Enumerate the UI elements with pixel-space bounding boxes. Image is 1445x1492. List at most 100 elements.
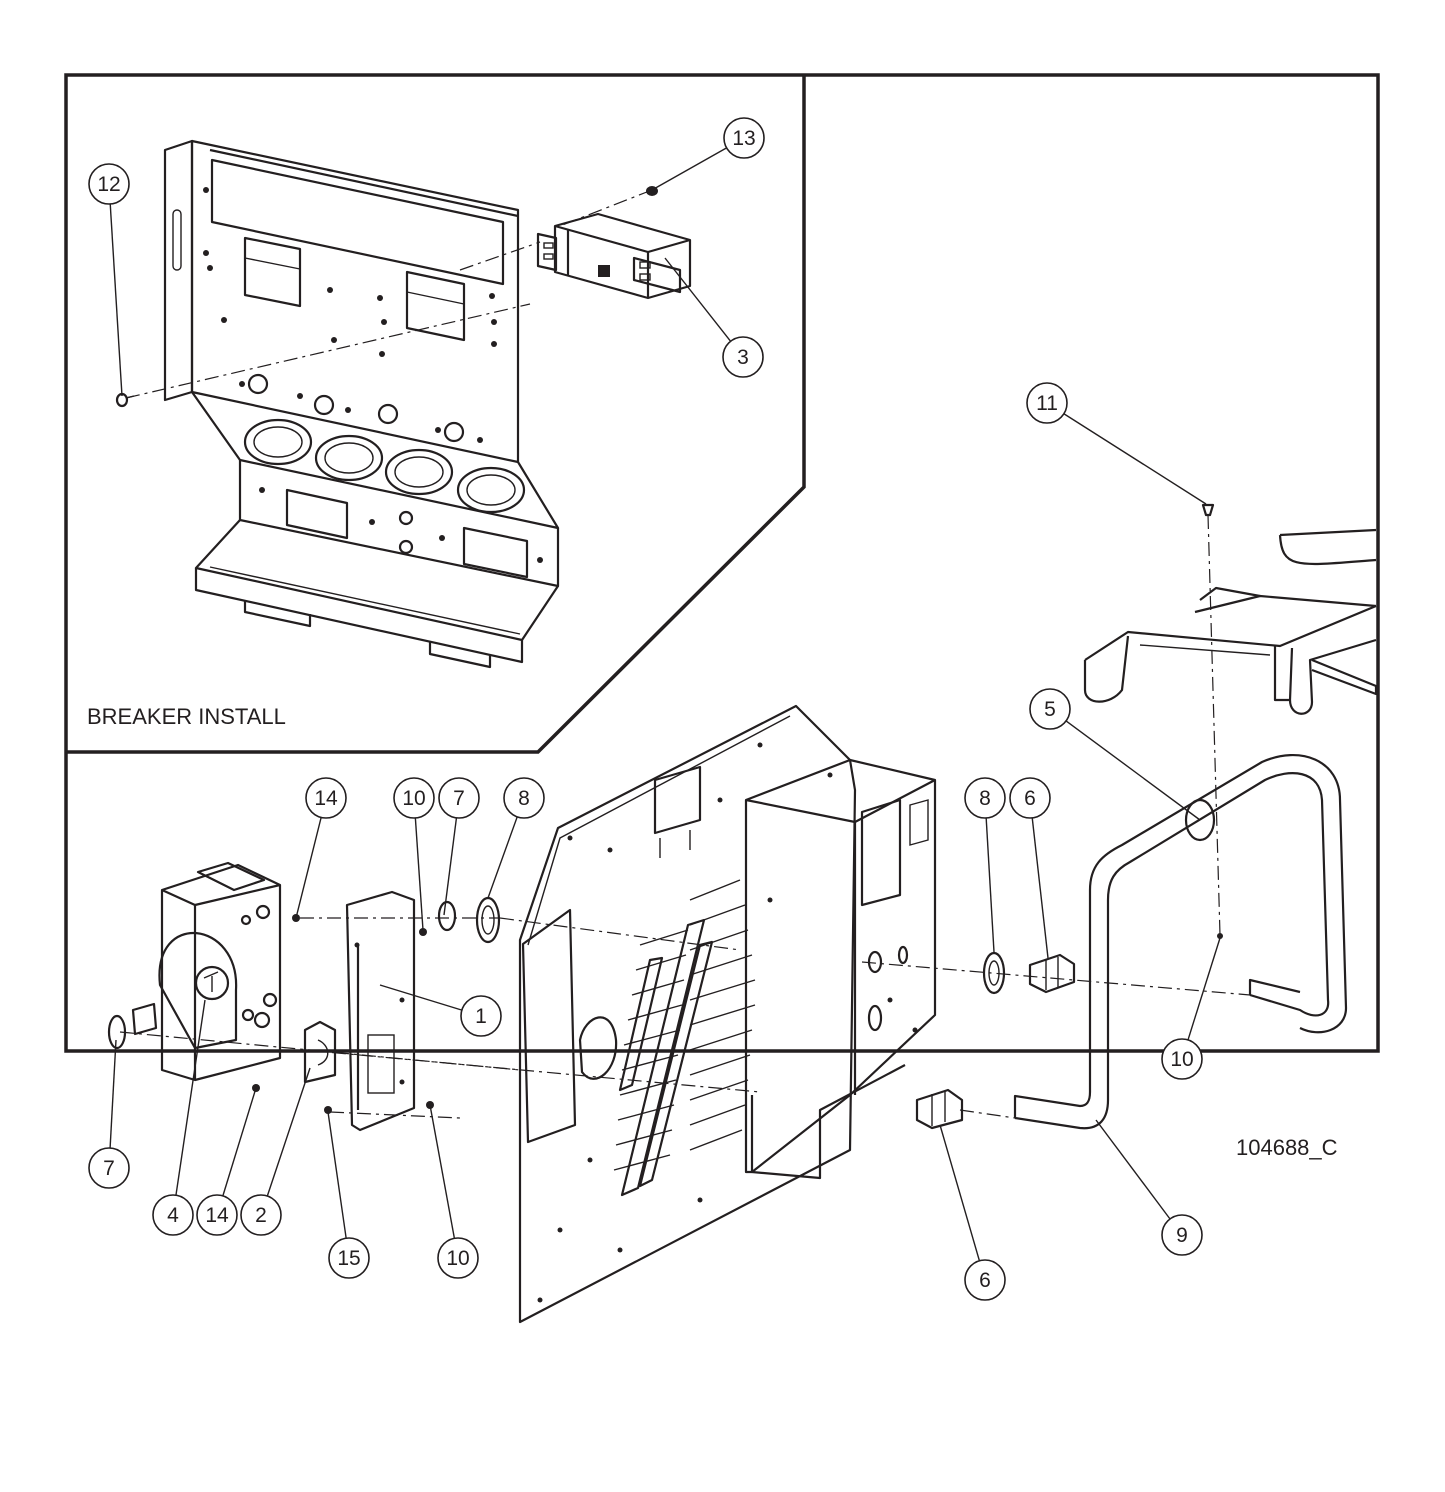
callout-number: 8 [518, 787, 530, 810]
callout-c3: 3 [664, 257, 764, 378]
leader-line [651, 147, 727, 191]
callout-bubble [240, 1194, 282, 1236]
callout-number: 12 [97, 173, 120, 196]
callout-c15: 15 [327, 1111, 370, 1279]
cable-gland-6b [915, 1088, 964, 1130]
chassis-frame [1083, 528, 1378, 715]
callout-number: 6 [1024, 787, 1036, 810]
leader-line [487, 816, 518, 899]
callout-bubble [1161, 1038, 1203, 1080]
callout-number: 2 [255, 1204, 267, 1227]
callout-bubble [437, 1237, 479, 1279]
leader-line [414, 817, 424, 931]
callout-c1: 1 [379, 984, 502, 1037]
callout-bubble [503, 777, 545, 819]
leader-line [985, 817, 995, 953]
nut-10c [1217, 933, 1223, 939]
callout-number: 13 [732, 127, 755, 150]
callout-bubble [88, 1147, 130, 1189]
callout-bubble [723, 117, 765, 159]
callout-number: 1 [475, 1005, 487, 1028]
callout-number: 7 [453, 787, 465, 810]
leader-line [1095, 1119, 1171, 1220]
callout-c2: 2 [240, 1067, 311, 1236]
callout-number: 9 [1176, 1224, 1188, 1247]
callout-c7b: 7 [88, 1039, 130, 1189]
callout-bubble [1009, 777, 1051, 819]
leader-line [443, 817, 458, 916]
callout-number: 8 [979, 787, 991, 810]
callout-bubble [1029, 688, 1071, 730]
callout-bubble [460, 995, 502, 1037]
callout-number: 3 [737, 346, 749, 369]
callout-bubble [1026, 382, 1068, 424]
leader-line [327, 1111, 347, 1239]
callout-bubble [88, 163, 130, 205]
callout-c10b: 10 [1161, 937, 1221, 1080]
callout-bubble [722, 336, 764, 378]
callout-bubble [152, 1194, 194, 1236]
vent-slots [613, 879, 756, 1197]
callout-number: 15 [337, 1247, 360, 1270]
disconnect-switch [131, 861, 282, 1082]
leader-line [109, 1039, 117, 1149]
breaker-mounting-bracket [163, 139, 560, 669]
callout-c8b: 8 [964, 777, 1006, 953]
screw-12 [115, 392, 135, 408]
callout-c10c: 10 [429, 1104, 479, 1279]
leader-line [175, 999, 206, 1196]
callout-number: 4 [167, 1204, 179, 1227]
inset-caption: BREAKER INSTALL [87, 704, 286, 729]
circuit-breaker [536, 212, 692, 300]
washer-8b [982, 951, 1006, 995]
callout-bubble [964, 777, 1006, 819]
callout-bubble [196, 1194, 238, 1236]
callout-c6a: 6 [1009, 777, 1051, 959]
leader-line [109, 203, 123, 397]
leader-line [379, 984, 463, 1011]
leader-line [664, 257, 732, 342]
leader-line [1065, 720, 1201, 821]
leader-line [429, 1104, 456, 1239]
side-panel [518, 704, 857, 1324]
callout-c6b: 6 [939, 1124, 1006, 1301]
leader-line [939, 1124, 981, 1261]
callout-c4: 4 [152, 999, 206, 1236]
callout-c8a: 8 [487, 777, 545, 899]
callout-c13: 13 [651, 117, 765, 191]
callout-number: 5 [1044, 698, 1056, 721]
screw-11 [1201, 503, 1215, 517]
washer-8a [475, 896, 501, 944]
callout-number: 10 [1170, 1048, 1193, 1071]
callout-c12: 12 [88, 163, 130, 397]
callout-c14b: 14 [196, 1087, 257, 1236]
callout-bubble [1161, 1214, 1203, 1256]
callout-bubble [438, 777, 480, 819]
callout-c5: 5 [1029, 688, 1201, 821]
callout-number: 10 [446, 1247, 469, 1270]
callout-c9: 9 [1095, 1119, 1203, 1256]
gasket-plate [345, 890, 416, 1132]
callout-c7a: 7 [438, 777, 480, 916]
drawing-number: 104688_C [1236, 1135, 1338, 1160]
callout-bubble [964, 1259, 1006, 1301]
leader-line [295, 817, 322, 919]
callout-c11: 11 [1026, 382, 1207, 505]
callout-c10a: 10 [393, 777, 435, 931]
callout-number: 6 [979, 1269, 991, 1292]
leader-line [1187, 937, 1221, 1041]
leader-line [222, 1087, 257, 1197]
callout-number: 10 [402, 787, 425, 810]
leader-line [266, 1067, 311, 1197]
callout-number: 14 [314, 787, 338, 810]
callout-number: 7 [103, 1157, 115, 1180]
callout-bubble [393, 777, 435, 819]
inset-assembly-lines [125, 189, 653, 399]
drawing-frame [64, 73, 1380, 1053]
grommet-5 [1184, 798, 1216, 842]
leader-line [1063, 413, 1207, 505]
callout-c14a: 14 [295, 777, 347, 919]
main-assembly-lines [119, 514, 1251, 1119]
